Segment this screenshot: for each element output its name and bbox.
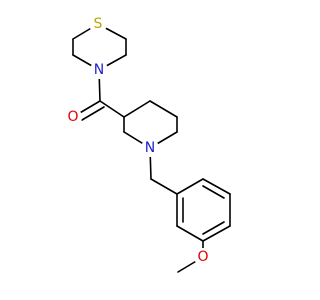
bond-carbonyl-oxygen-a [77,100,101,115]
structure-svg: S N O N O [64,15,231,273]
piperidine-nitrogen-label-bg [141,139,159,157]
bond-carbonyl-c3 [99,100,125,118]
sulfur-label-bg [89,15,107,33]
bond-carbonyl-oxygen-b [81,106,105,121]
bond-pip-c4-c5 [149,100,178,118]
bond-ar-c3-c4 [202,225,231,242]
bond-ar-inner-3 [202,185,225,199]
bond-ar-inner-2 [202,221,225,235]
molecule-diagram: S N O N O [64,15,231,273]
thiomorpholine-nitrogen-label: N [94,62,104,78]
bond-ch2-aryl [150,178,178,195]
thiomorpholine-nitrogen-label-bg [90,61,108,79]
bond-ar-c5-c6 [202,178,231,195]
piperidine-nitrogen-label: N [145,140,155,156]
carbonyl-oxygen-label-bg [64,108,82,126]
bond-pip-c3-c4 [123,100,151,118]
carbonyl-oxygen-label: O [67,109,78,125]
bond-ar-c6-c1 [176,178,204,195]
sulfur-atom-label: S [94,16,103,32]
methoxy-oxygen-label: O [197,249,208,265]
methoxy-oxygen-label-bg [194,248,212,266]
bond-ar-c2-c3 [176,225,204,242]
